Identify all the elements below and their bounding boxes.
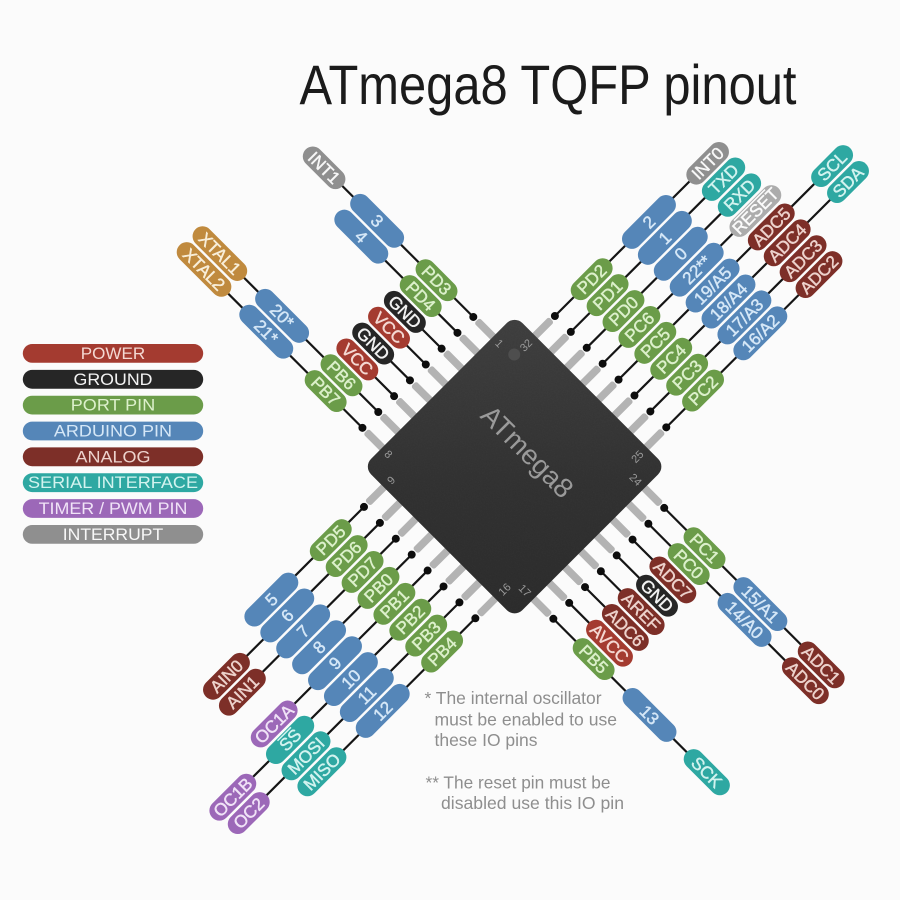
svg-text:must be enabled to use: must be enabled to use — [435, 710, 618, 730]
svg-text:* The internal oscillator: * The internal oscillator — [425, 688, 602, 708]
svg-text:GROUND: GROUND — [74, 371, 153, 389]
svg-text:disabled use this IO pin: disabled use this IO pin — [441, 793, 624, 813]
svg-text:INTERRUPT: INTERRUPT — [63, 526, 163, 544]
svg-text:POWER: POWER — [81, 345, 145, 363]
svg-text:** The reset pin must be: ** The reset pin must be — [426, 773, 611, 793]
svg-text:PORT PIN: PORT PIN — [71, 397, 155, 415]
svg-text:TIMER / PWM PIN: TIMER / PWM PIN — [39, 500, 188, 518]
svg-text:ARDUINO PIN: ARDUINO PIN — [54, 423, 172, 441]
svg-text:ATmega8 TQFP pinout: ATmega8 TQFP pinout — [300, 53, 797, 116]
svg-text:these IO pins: these IO pins — [435, 730, 538, 750]
svg-text:ANALOG: ANALOG — [76, 448, 151, 466]
svg-text:SERIAL INTERFACE: SERIAL INTERFACE — [28, 474, 198, 492]
